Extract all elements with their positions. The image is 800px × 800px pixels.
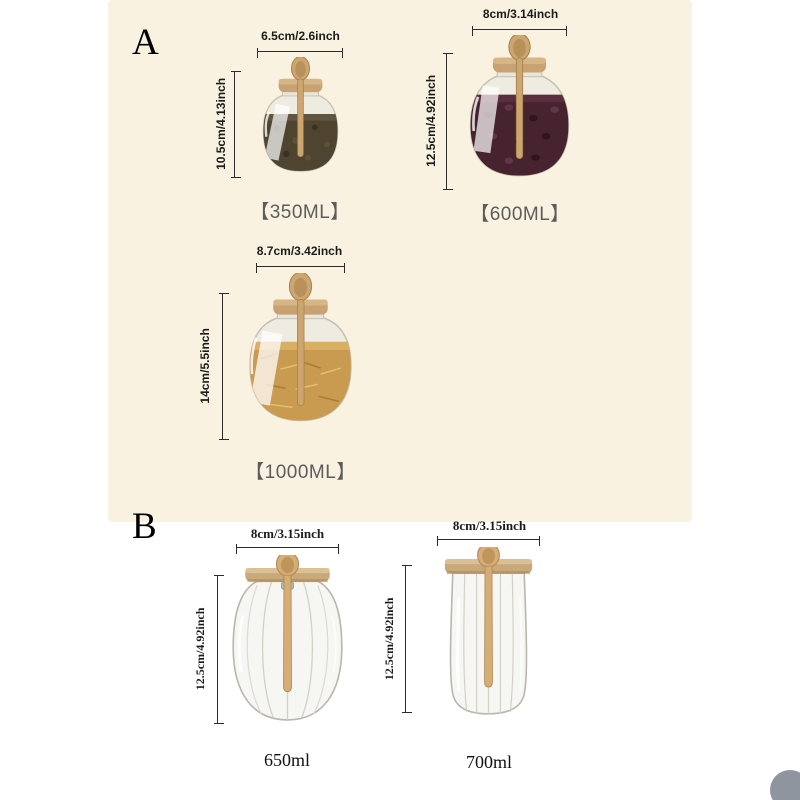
corner-decoration [770, 770, 800, 800]
width-dimension-line [472, 26, 567, 36]
width-dimension-label: 6.5cm/2.6inch [261, 29, 340, 43]
width-dimension-label: 8cm/3.15inch [250, 526, 325, 541]
height-dimension-label: 10.5cm/4.13inch [214, 77, 229, 170]
width-dimension-line [256, 263, 345, 273]
volume-label-700ml: 700ml [465, 752, 512, 772]
height-dimension-line [218, 293, 229, 440]
jar-1000ml-image [249, 273, 352, 422]
width-dimension-label: 8cm/3.14inch [482, 7, 559, 21]
section-a-label: A [132, 22, 159, 63]
width-dimension-line [236, 544, 339, 554]
height-dimension-line [213, 575, 224, 724]
width-dimension-label: 8.7cm/3.42inch [256, 244, 343, 258]
height-dimension-label: 12.5cm/4.92inch [424, 74, 439, 167]
volume-label-350ml: 【350ML】 [250, 202, 350, 223]
section-b-label: B [132, 506, 157, 547]
volume-label-600ml: 【600ML】 [470, 204, 570, 225]
height-dimension-label: 14cm/5.5inch [198, 328, 213, 404]
height-dimension-label: 12.5cm/4.92inch [382, 597, 397, 681]
jar-700ml-image [444, 547, 533, 715]
height-dimension-line [401, 565, 412, 713]
height-dimension-line [230, 71, 241, 178]
width-dimension-line [437, 536, 540, 546]
width-dimension-label: 8cm/3.15inch [452, 518, 527, 533]
section-a-panel [108, 0, 692, 522]
jar-600ml-image [469, 35, 570, 177]
volume-label-650ml: 650ml [263, 750, 310, 770]
volume-label-1000ml: 【1000ML】 [245, 462, 356, 483]
jar-350ml-image [262, 57, 339, 172]
jar-650ml-image [232, 555, 343, 721]
width-dimension-line [257, 48, 343, 58]
height-dimension-label: 12.5cm/4.92inch [193, 607, 208, 691]
height-dimension-line [442, 53, 453, 190]
